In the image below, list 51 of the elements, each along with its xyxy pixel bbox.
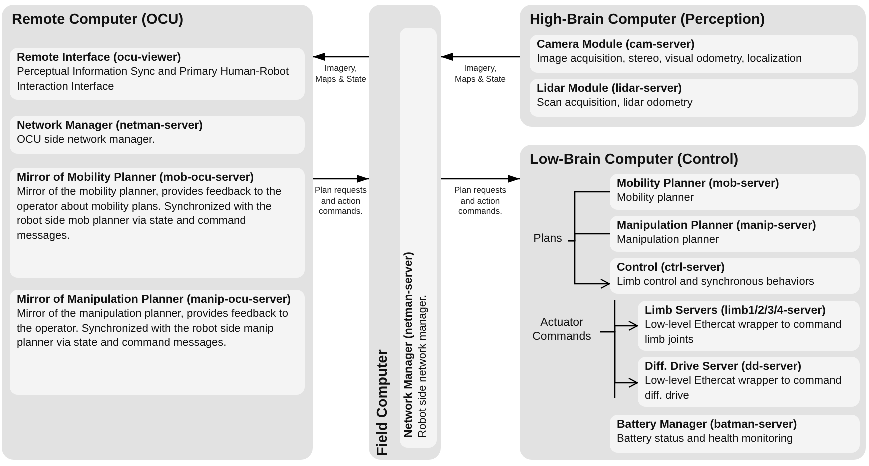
box-description: Mirror of the manipulation planner, provides feedback to the operator. Synchronized with the robot side manip planner via state and command messages. — [17, 307, 290, 350]
group-label: Actuator Commands — [532, 316, 592, 344]
panel — [2, 5, 313, 460]
box-heading: Mobility Planner (mob-server) — [617, 177, 780, 191]
process-box — [638, 301, 860, 351]
box-description: Battery status and health monitoring — [617, 432, 794, 446]
box-description: Limb control and synchronous behaviors — [617, 275, 816, 290]
box-description: Perceptual Information Sync and Primary Human-Robot Interaction Interface — [17, 65, 290, 94]
process-box — [610, 174, 860, 210]
panel — [520, 145, 866, 460]
edge-label: Plan requests and action commands. — [454, 185, 508, 216]
box-description: Low-level Ethercat wrapper to command diff. drive — [645, 374, 843, 403]
box-heading: Mirror of Mobility Planner (mob-ocu-server) — [17, 171, 256, 185]
process-box — [638, 357, 860, 407]
panel-title: Low-Brain Computer (Control) — [529, 151, 740, 170]
panel — [520, 5, 866, 127]
box-heading: Battery Manager (batman-server) — [617, 418, 798, 432]
box-description: Low-level Ethercat wrapper to command limb joints — [645, 318, 843, 347]
box-heading: Control (ctrl-server) — [617, 261, 726, 275]
edge-label: Plan requests and action commands. — [314, 185, 368, 216]
box-description: OCU side network manager. — [17, 133, 156, 148]
box-heading: Network Manager (netman-server) — [402, 251, 416, 438]
box-heading: Network Manager (netman-server) — [17, 119, 204, 133]
box-description: Robot side network manager. — [416, 294, 430, 438]
box-heading: Mirror of Manipulation Planner (manip-ocu-server) — [17, 293, 292, 307]
panel-title: Remote Computer (OCU) — [11, 11, 185, 30]
box-heading: Remote Interface (ocu-viewer) — [17, 51, 182, 65]
arrow — [600, 331, 638, 388]
group-label: Plans — [532, 232, 564, 246]
arrow — [441, 175, 520, 183]
panel-title: High-Brain Computer (Perception) — [529, 11, 766, 30]
panel-title: Field Computer — [375, 348, 391, 456]
arrow — [568, 240, 610, 290]
box-description: Mirror of the mobility planner, provides feedback to the operator about mobility plans. Synchronized with the robot side mob planner via state and command messages. — [17, 185, 283, 243]
arrow — [313, 175, 369, 183]
edge-label: Imagery, Maps & State — [314, 63, 368, 84]
arrow — [441, 53, 520, 61]
box-description: Manipulation planner — [617, 233, 720, 248]
box-description: Scan acquisition, lidar odometry — [537, 96, 694, 110]
panel — [369, 5, 441, 460]
box-heading: Manipulation Planner (manip-server) — [617, 219, 818, 233]
arrow — [313, 53, 369, 61]
process-box — [610, 216, 860, 252]
box-heading: Limb Servers (limb1/2/3/4-server) — [645, 304, 827, 318]
box-description: Image acquisition, stereo, visual odometry, localization — [537, 52, 804, 66]
box-heading: Camera Module (cam-server) — [537, 38, 696, 52]
box-heading: Diff. Drive Server (dd-server) — [645, 360, 803, 374]
edge-label: Imagery, Maps & State — [454, 63, 508, 84]
box-description: Mobility planner — [617, 191, 696, 206]
process-box — [610, 258, 860, 294]
box-heading: Lidar Module (lidar-server) — [537, 82, 684, 96]
